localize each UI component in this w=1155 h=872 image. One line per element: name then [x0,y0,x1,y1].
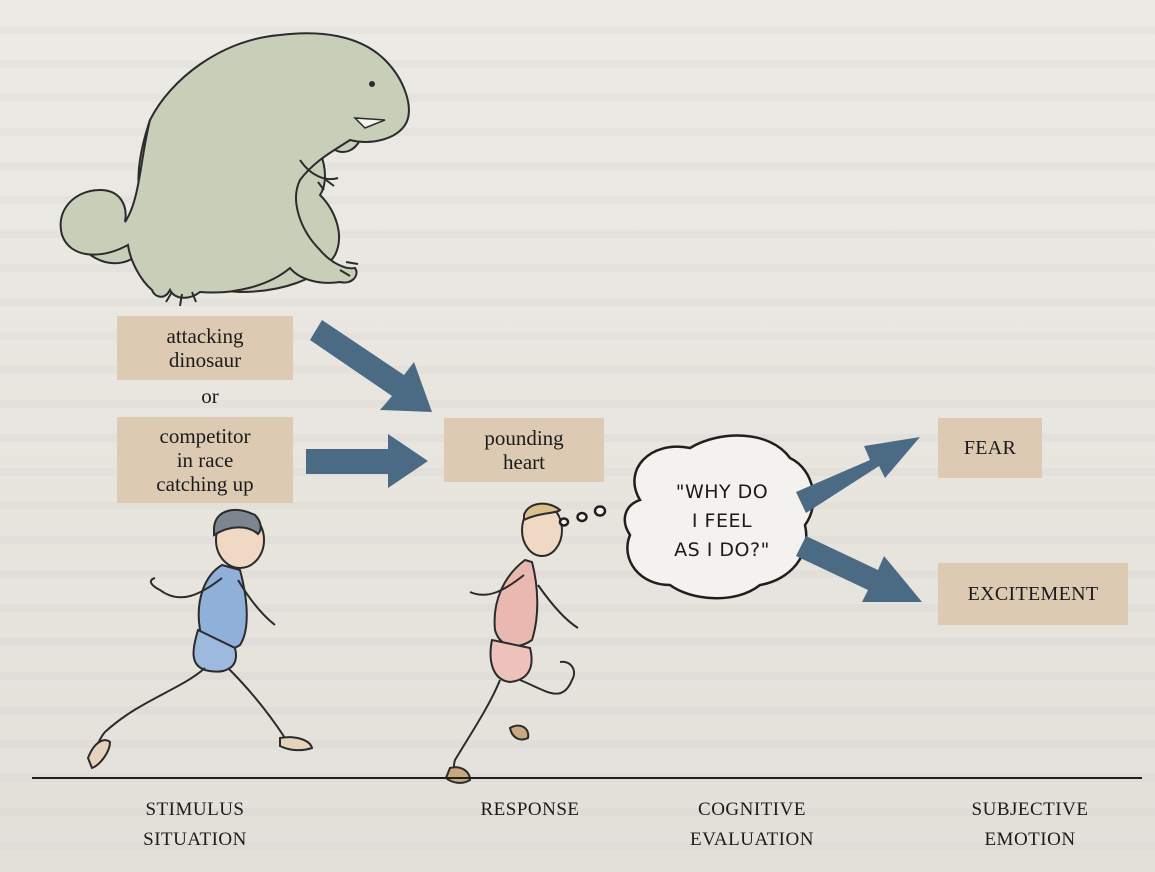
runner-blue-illustration [86,508,314,770]
stage-baseline [32,777,1142,779]
response-box-line-2: heart [503,450,545,474]
arrow-dinosaur-to-heart [310,320,432,412]
thought-line-3: AS I DO?" [674,539,770,561]
runner-pink-illustration [444,502,579,784]
stage-label-stimulus: STIMULUS SITUATION [110,795,280,855]
thought-bubble-text: "WHY DO I FEEL AS I DO?" [642,478,802,565]
stimulus-box-competitor-line-1: competitor [159,424,251,448]
stage-subjective-line-2: EMOTION [984,829,1076,850]
stage-label-cognitive: COGNITIVE EVALUATION [652,795,852,855]
stimulus-box-competitor-line-3: catching up [156,472,254,496]
emotion-box-fear: FEAR [938,418,1042,478]
thought-line-1: "WHY DO [675,481,769,503]
stage-stimulus-line-2: SITUATION [143,829,247,850]
response-box-heart: pounding heart [444,418,604,482]
stimulus-box-dinosaur-line-1: attacking [166,324,244,348]
stage-stimulus-line-1: STIMULUS [145,799,245,820]
emotion-excitement-label: EXCITEMENT [967,583,1099,605]
stage-response-line-1: RESPONSE [480,799,580,820]
or-connector-text: or [201,384,219,408]
stimulus-box-competitor: competitor in race catching up [117,417,293,503]
thought-line-2: I FEEL [691,510,753,532]
arrow-to-excitement [796,536,922,602]
arrow-to-fear [796,437,920,513]
stage-label-subjective: SUBJECTIVE EMOTION [935,795,1125,855]
stage-cognitive-line-2: EVALUATION [690,829,814,850]
stage-label-response: RESPONSE [440,795,620,825]
stimulus-box-dinosaur-line-2: dinosaur [168,348,242,372]
stage-subjective-line-1: SUBJECTIVE [971,799,1089,820]
dinosaur-illustration [59,32,410,307]
arrows [306,320,922,602]
stage-cognitive-line-1: COGNITIVE [698,799,806,820]
arrow-competitor-to-heart [306,434,428,488]
emotion-box-excitement: EXCITEMENT [938,563,1128,625]
stimulus-box-dinosaur: attacking dinosaur [117,316,293,380]
emotion-fear-label: FEAR [963,437,1017,459]
stimulus-box-competitor-line-2: in race [176,448,234,472]
response-box-line-1: pounding [484,426,564,450]
